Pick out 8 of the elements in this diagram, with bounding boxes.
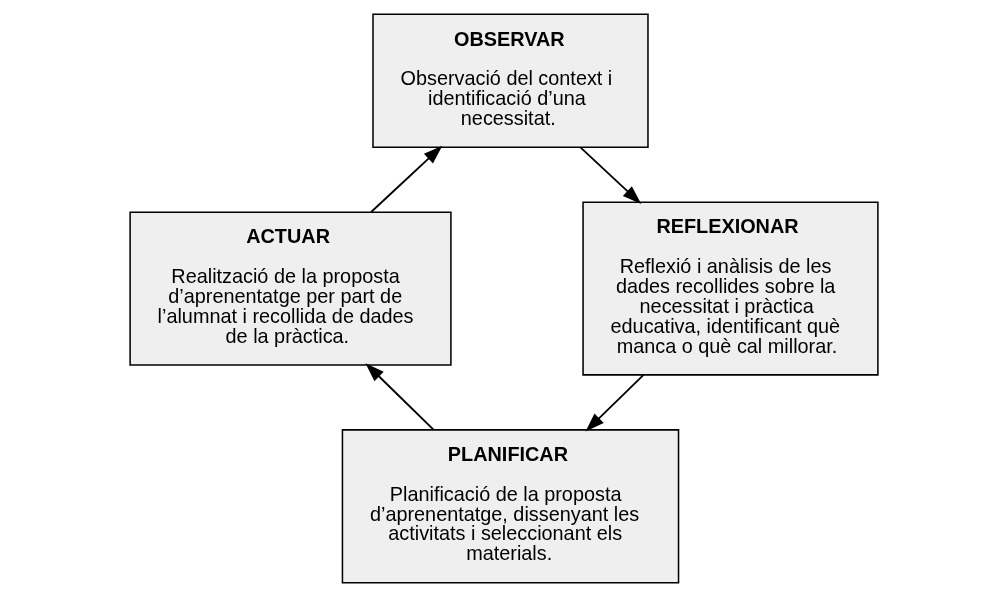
arrow — [365, 363, 435, 431]
node-box: PLANIFICAR Planificació de la proposta d’aprenentatge, dissenyant les activitats i seleccionant els materials. — [341, 429, 680, 584]
node-box: OBSERVAR Observació del context i identificació d’una necessitat. — [372, 13, 649, 149]
arrow — [579, 146, 642, 205]
arrow — [585, 374, 645, 432]
node-box: ACTUAR Realització de la proposta d’aprenentatge per part de l’alumnat i recollida de dades de la pràctica. — [129, 211, 452, 366]
node-box: REFLEXIONAR Reflexió i anàlisis de les dades recollides sobre la necessitat i pràctica educativa, identificant què manca o què cal millorar. — [582, 201, 879, 376]
arrow — [370, 145, 443, 213]
